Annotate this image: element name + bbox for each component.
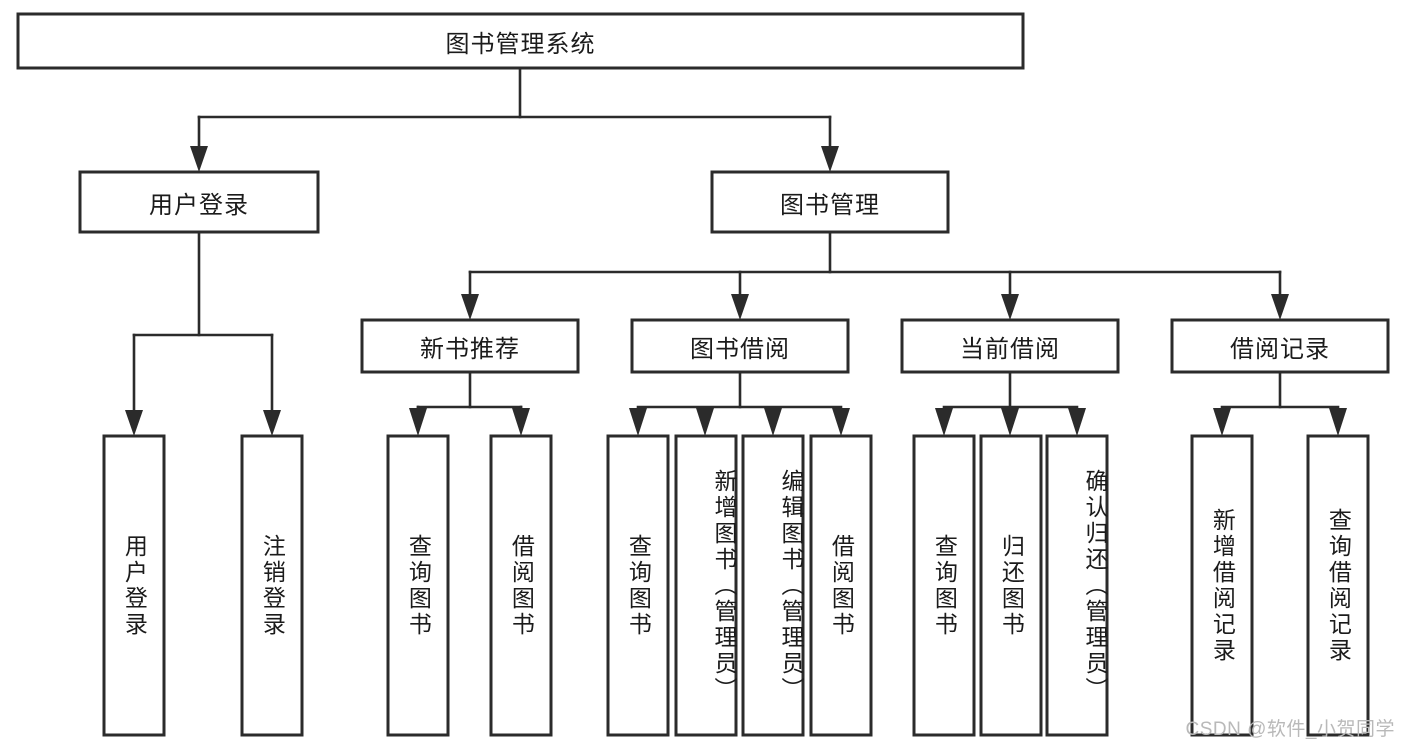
nodes-layer xyxy=(16,12,1390,737)
arrowhead-new-book-recommend xyxy=(461,294,479,320)
node-borrow-record[interactable] xyxy=(1170,318,1390,374)
arrowhead-leaf-user-logout xyxy=(263,410,281,436)
arrowhead-leaf-add-book xyxy=(696,408,714,436)
arrowhead-user-login xyxy=(190,146,208,172)
node-leaf-query-record[interactable] xyxy=(1306,434,1370,737)
node-user-login[interactable] xyxy=(78,170,320,234)
arrowhead-leaf-query-book-3 xyxy=(935,408,953,436)
node-leaf-borrow-book-1[interactable] xyxy=(489,434,553,737)
arrowhead-leaf-return-book xyxy=(1001,408,1019,436)
node-new-book-recommend[interactable] xyxy=(360,318,580,374)
node-leaf-query-book-2[interactable] xyxy=(606,434,670,737)
arrowhead-current-borrow xyxy=(1001,294,1019,320)
node-leaf-query-book-3[interactable] xyxy=(912,434,976,737)
arrowhead-leaf-edit-book xyxy=(764,408,782,436)
node-leaf-query-book-1[interactable] xyxy=(386,434,450,737)
arrowhead-leaf-user-login xyxy=(125,410,143,436)
node-leaf-confirm-return[interactable] xyxy=(1045,434,1109,737)
node-book-management[interactable] xyxy=(710,170,950,234)
arrowhead-book-management xyxy=(821,146,839,172)
connectors-layer xyxy=(125,66,1347,436)
node-leaf-user-login[interactable] xyxy=(102,434,166,737)
node-current-borrow[interactable] xyxy=(900,318,1120,374)
arrowhead-leaf-query-book-2 xyxy=(629,408,647,436)
node-leaf-add-book[interactable] xyxy=(674,434,738,737)
node-leaf-return-book[interactable] xyxy=(979,434,1043,737)
arrowhead-leaf-add-record xyxy=(1213,408,1231,436)
arrowhead-book-borrow xyxy=(731,294,749,320)
arrowhead-borrow-record xyxy=(1271,294,1289,320)
csdn-watermark: CSDN @软件_小贺同学 xyxy=(1185,719,1395,740)
node-leaf-user-logout[interactable] xyxy=(240,434,304,737)
node-leaf-edit-book[interactable] xyxy=(741,434,805,737)
node-leaf-borrow-book-2[interactable] xyxy=(809,434,873,737)
arrowhead-leaf-query-record xyxy=(1329,408,1347,436)
node-leaf-add-record[interactable] xyxy=(1190,434,1254,737)
node-book-borrow[interactable] xyxy=(630,318,850,374)
arrowhead-leaf-borrow-book-1 xyxy=(512,408,530,436)
arrowhead-leaf-confirm-return xyxy=(1068,408,1086,436)
arrowhead-leaf-borrow-book-2 xyxy=(832,408,850,436)
arrowhead-leaf-query-book-1 xyxy=(409,408,427,436)
node-root[interactable] xyxy=(16,12,1025,70)
